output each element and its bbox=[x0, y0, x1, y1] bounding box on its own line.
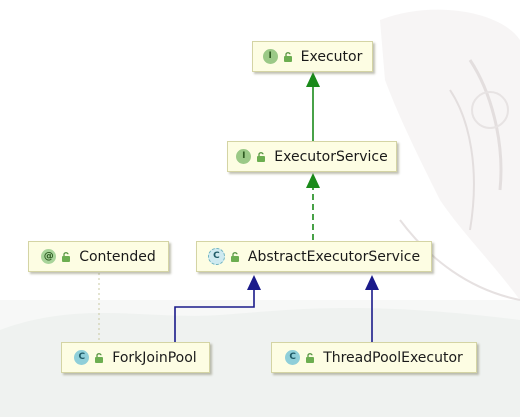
interface-icon: I bbox=[262, 49, 278, 64]
node-executor-service[interactable]: I ExecutorService bbox=[227, 141, 397, 172]
public-unlocked-icon bbox=[306, 352, 315, 363]
implementation-arrowhead bbox=[306, 173, 320, 188]
node-abstract-executor-service[interactable]: C AbstractExecutorService bbox=[196, 241, 432, 272]
node-label: ExecutorService bbox=[274, 148, 388, 165]
node-label: Contended bbox=[79, 248, 156, 265]
abstract-class-icon: C bbox=[207, 248, 225, 265]
node-executor[interactable]: I Executor bbox=[252, 41, 373, 72]
interface-icon: I bbox=[236, 149, 252, 164]
node-thread-pool-executor[interactable]: C ThreadPoolExecutor bbox=[271, 342, 477, 373]
edge-threadpoolexecutor-to-abstractexecutorservice bbox=[365, 275, 379, 342]
public-unlocked-icon bbox=[95, 352, 104, 363]
inheritance-arrowhead bbox=[247, 275, 261, 290]
inheritance-arrowhead bbox=[306, 72, 320, 87]
node-contended[interactable]: @ Contended bbox=[28, 241, 169, 272]
public-unlocked-icon bbox=[62, 251, 71, 262]
inheritance-arrowhead bbox=[365, 275, 379, 290]
public-unlocked-icon bbox=[283, 51, 292, 62]
edge-abstractexecutorservice-to-executorservice bbox=[306, 173, 320, 240]
node-label: Executor bbox=[300, 48, 363, 65]
edge-forkjoinpool-to-abstractexecutorservice bbox=[174, 275, 261, 342]
node-label: AbstractExecutorService bbox=[247, 248, 421, 265]
public-unlocked-icon bbox=[257, 151, 266, 162]
class-icon: C bbox=[285, 350, 301, 365]
node-label: ForkJoinPool bbox=[112, 349, 197, 366]
class-icon: C bbox=[74, 350, 90, 365]
annotation-icon: @ bbox=[41, 249, 57, 264]
public-unlocked-icon bbox=[230, 251, 239, 262]
node-fork-join-pool[interactable]: C ForkJoinPool bbox=[61, 342, 210, 373]
edge-executorservice-to-executor bbox=[306, 72, 320, 141]
node-label: ThreadPoolExecutor bbox=[323, 349, 463, 366]
